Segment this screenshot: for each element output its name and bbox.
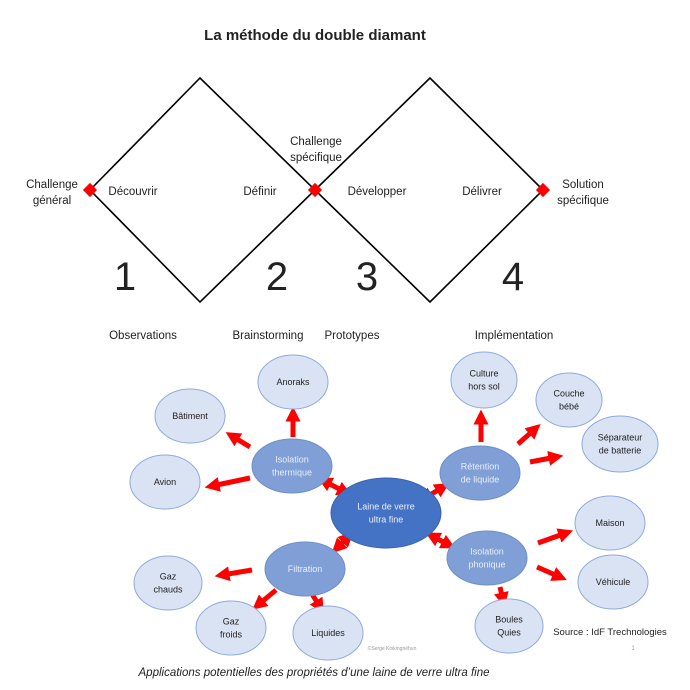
leaf-node [577,554,649,610]
leaf-node-label: de batterie [599,446,642,456]
branch-to-leaf-arrow [529,451,564,466]
middle-marker [307,182,323,198]
leaf-node [574,495,646,551]
leaf-node-label: Boules [495,615,523,625]
start-label-line2: général [33,195,71,207]
branch-node-label: Rétention [461,462,500,472]
phase-deliver: Délivrer [462,186,502,198]
diagram-title: La méthode du double diamant [204,27,426,44]
branch-node-label: Isolation [275,455,309,465]
leaf-node-label: Véhicule [596,577,631,587]
middle-label-line1: Challenge [290,136,342,148]
branch-node [446,530,528,586]
leaf-node-label: Liquides [311,628,345,638]
branch-to-leaf-arrow [516,424,541,446]
branch-node-label: Isolation [470,547,504,557]
start-label-line1: Challenge [26,179,78,191]
branch-node-label: thermique [272,468,312,478]
end-marker [535,182,551,198]
branch-to-leaf-arrow [225,432,252,450]
leaf-node-label: Bâtiment [172,411,208,421]
center-node-label: ultra fine [369,515,404,525]
end-label-line2: spécifique [557,195,609,207]
center-to-branch-arrow [317,477,352,496]
leaf-node [257,354,329,410]
caption: Applications potentielles des propriétés… [138,667,490,679]
leaf-node-label: Quies [497,628,521,638]
leaf-node [133,555,203,611]
branch-node [251,438,333,494]
end-label-line1: Solution [562,179,604,191]
leaf-node-label: hors sol [468,382,500,392]
center-to-branch-arrow [331,531,354,554]
leaf-node [474,598,544,654]
leaf-node-label: Anoraks [276,377,310,387]
leaf-node-label: bébé [559,402,579,412]
branch-node-label: phonique [468,560,505,570]
leaf-node [292,605,364,661]
phase-develop: Développer [348,186,407,198]
branch-to-leaf-arrow [252,588,278,610]
branch-node-label: Filtration [288,564,323,574]
leaf-node-label: Gaz [160,572,177,582]
leaf-node-label: Avion [154,477,176,487]
leaf-node-label: froids [220,630,243,640]
step-number-4: 4 [502,255,524,299]
leaf-node [581,415,659,473]
page-number: 1 [631,646,635,652]
phase-discover: Découvrir [108,186,157,198]
leaf-node [535,372,603,428]
branch-node-label: de liquide [461,475,500,485]
middle-label-line2: spécifique [290,152,342,164]
center-node [330,477,442,549]
branch-node [439,445,521,501]
source-text: Source : IdF Trechnologies [553,627,667,638]
branch-to-leaf-arrow [537,528,574,546]
phase-define: Définir [243,186,276,198]
leaf-node-label: Séparateur [598,433,643,443]
branch-node [264,541,346,597]
step-prototypes: Prototypes [325,330,380,342]
step-observations: Observations [109,330,177,342]
leaf-node-label: Couche [553,389,584,399]
center-to-branch-arrow [425,532,456,549]
leaf-node [129,454,201,510]
leaf-node [450,351,518,409]
center-node-label: Laine de verre [357,502,415,512]
leaf-node-label: chauds [153,585,183,595]
leaf-node-label: Gaz [223,617,240,627]
leaf-node-label: Maison [595,518,624,528]
leaf-node [195,600,267,656]
step-number-1: 1 [114,255,136,299]
leaf-node [154,388,226,444]
branch-to-leaf-arrow [494,586,509,608]
branch-to-leaf-arrow [214,566,253,582]
step-brainstorming: Brainstorming [233,330,304,342]
step-implementation: Implémentation [475,330,554,342]
step-number-3: 3 [356,255,378,299]
leaf-node-label: Culture [469,369,498,379]
copyright-text: ©Serge Kinkingnéhun [368,645,417,652]
branch-to-leaf-arrow [536,564,567,581]
step-number-2: 2 [266,255,288,299]
branch-to-leaf-arrow [309,592,324,614]
branch-to-leaf-arrow [204,475,251,492]
